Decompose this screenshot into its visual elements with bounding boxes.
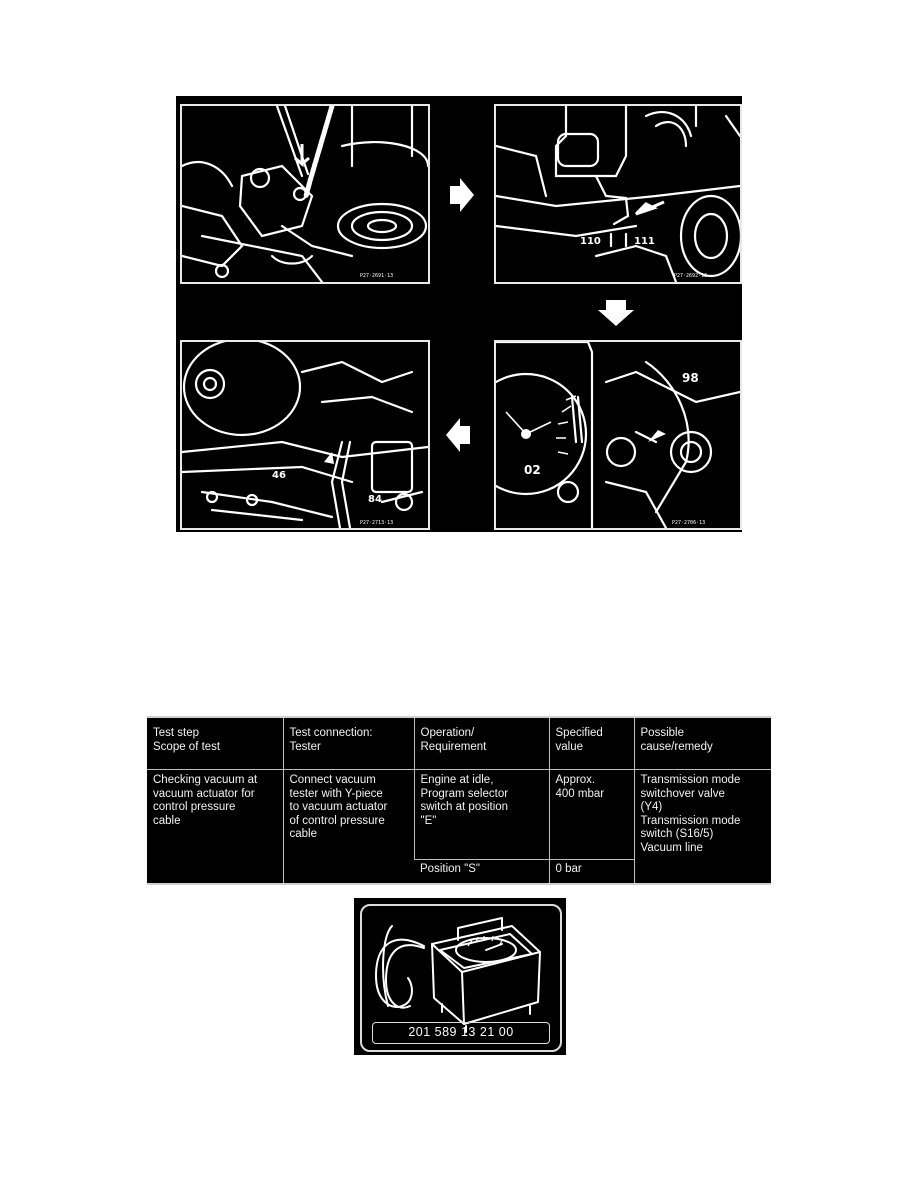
photo-panel-3: 46 84 P27·2713·13: [180, 340, 430, 530]
gauge-illustration-4: 02 98 P27·2706·13: [496, 342, 740, 528]
table-header-row: Test step Scope of test Test connection:…: [147, 718, 771, 770]
arrow-down-icon: [598, 300, 634, 326]
callout-98: 98: [682, 371, 699, 385]
photo-panel-2: 110 111 P27·2692·13: [494, 104, 742, 284]
cell-value-1: Approx. 400 mbar: [548, 769, 634, 860]
part-number-label: 201 589 13 21 00: [372, 1022, 550, 1044]
cell-remedy: Transmission mode switchover valve (Y4) …: [633, 769, 771, 883]
callout-84: 84: [368, 494, 382, 505]
photo-panel-4: 02 98 P27·2706·13: [494, 340, 742, 530]
panel-code-4: P27·2706·13: [672, 520, 705, 526]
vacuum-tester-frame: 201 589 13 21 00: [360, 904, 562, 1052]
photo-panel-1: P27·2691·13: [180, 104, 430, 284]
panel-code-1: P27·2691·13: [360, 273, 393, 279]
panel-code-3: P27·2713·13: [360, 520, 393, 526]
header-test-connection: Test connection: Tester: [282, 718, 414, 770]
gauge-label-02: 02: [524, 463, 541, 477]
arrow-left-icon: [446, 418, 470, 452]
panel-code-2: P27·2692·13: [674, 273, 707, 279]
engine-bay-illustration-3: 46 84 P27·2713·13: [182, 342, 428, 528]
test-table: Test step Scope of test Test connection:…: [147, 716, 771, 885]
callout-46: 46: [272, 470, 286, 481]
header-test-step: Test step Scope of test: [147, 718, 283, 770]
arrow-right-icon: [450, 178, 474, 212]
callout-111: 111: [634, 236, 655, 247]
procedure-figure: P27·2691·13 110 111 P27·2692·13: [176, 96, 742, 532]
cell-operation-2: Position "S": [414, 859, 549, 883]
vacuum-tester-figure: 201 589 13 21 00: [354, 898, 566, 1055]
cell-test-step: Checking vacuum at vacuum actuator for c…: [153, 774, 258, 827]
test-table-grid: Test step Scope of test Test connection:…: [147, 718, 771, 883]
cell-operation-1: Engine at idle, Program selector switch …: [413, 769, 549, 860]
vacuum-tester-icon: [375, 917, 541, 1033]
table-row: Position "S" 0 bar: [147, 859, 771, 883]
header-possible-cause: Possible cause/remedy: [633, 718, 771, 770]
table-row: Checking vacuum at vacuum actuator for c…: [147, 769, 771, 883]
engine-bay-illustration-2: 110 111 P27·2692·13: [496, 106, 740, 282]
engine-bay-illustration-1: P27·2691·13: [182, 106, 428, 282]
cell-test-connection: Connect vacuum tester with Y-piece to va…: [282, 769, 414, 883]
header-specified-value: Specified value: [548, 718, 634, 770]
header-operation: Operation/ Requirement: [413, 718, 549, 770]
callout-110: 110: [580, 236, 601, 247]
cell-value-2: 0 bar: [548, 859, 634, 883]
